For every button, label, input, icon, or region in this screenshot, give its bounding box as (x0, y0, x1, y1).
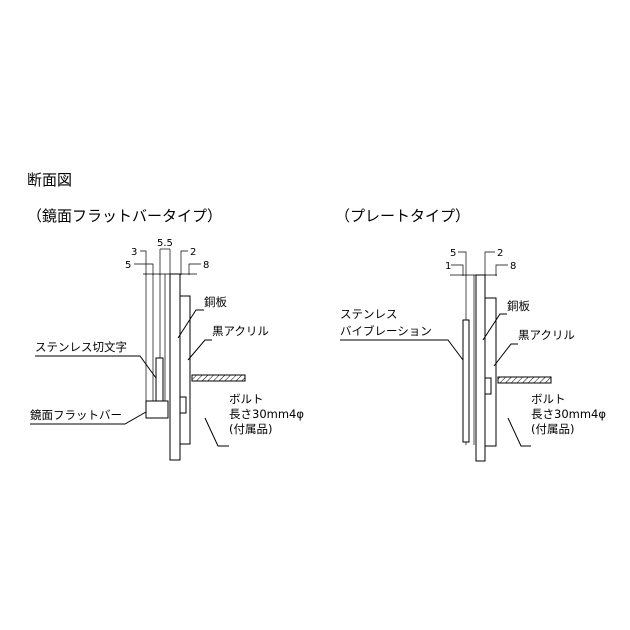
plate-type-subtitle: （プレートタイプ） (335, 207, 470, 225)
label-stainless-2: バイブレーション (340, 324, 432, 338)
dim-label-8: 8 (510, 261, 516, 272)
label-mirror-flat-bar: 鏡面フラットバー (30, 408, 122, 422)
label-stainless-letter: ステンレス切文字 (35, 340, 127, 354)
black-acrylic (179, 295, 191, 445)
dim-label-5-5: 5.5 (157, 238, 173, 249)
page-title: 断面図 (27, 171, 72, 189)
dim-label-5: 5 (125, 260, 131, 271)
label-bolt-3: (付属品) (229, 422, 272, 436)
mirror-flat-bar (145, 400, 169, 419)
dim-label-1: 1 (445, 261, 451, 272)
copper-plate (169, 273, 181, 461)
label-bolt-3: (付属品) (531, 422, 574, 436)
label-black-acrylic: 黒アクリル (212, 324, 269, 338)
dimension-lines (450, 251, 508, 276)
bolt (484, 377, 492, 395)
dimension-lines (134, 248, 201, 275)
leader-lines (340, 313, 531, 447)
stainless-plate (462, 319, 470, 443)
label-bolt-2: 長さ30mm4φ (229, 407, 304, 421)
copper-plate (475, 274, 486, 462)
label-black-acrylic: 黒アクリル (518, 328, 575, 342)
dim-label-3: 3 (131, 247, 137, 258)
label-bolt-1: ボルト (531, 392, 566, 406)
dim-label-8: 8 (203, 260, 209, 271)
plate-type-section: （プレートタイプ） 5 2 1 8 ステンレス バイブレーション 銅板 黒ア (335, 207, 606, 462)
flat-bar-type-subtitle: （鏡面フラットバータイプ） (27, 207, 222, 225)
dim-label-2: 2 (190, 247, 196, 258)
stainless-letter (155, 357, 164, 404)
label-bolt-1: ボルト (229, 392, 264, 406)
label-stainless-1: ステンレス (340, 307, 398, 321)
bolt (179, 396, 187, 414)
leader-lines (30, 309, 229, 447)
dim-label-5: 5 (450, 248, 456, 259)
wall-hatched (497, 376, 552, 384)
dim-label-2: 2 (497, 248, 503, 259)
wall-hatched (191, 374, 246, 382)
label-bolt-2: 長さ30mm4φ (531, 407, 606, 421)
black-acrylic (484, 297, 497, 447)
label-copper-plate: 銅板 (507, 299, 530, 313)
flat-bar-type-section: （鏡面フラットバータイプ） 3 5.5 2 5 8 (27, 207, 304, 461)
label-copper-plate: 銅板 (204, 295, 227, 309)
